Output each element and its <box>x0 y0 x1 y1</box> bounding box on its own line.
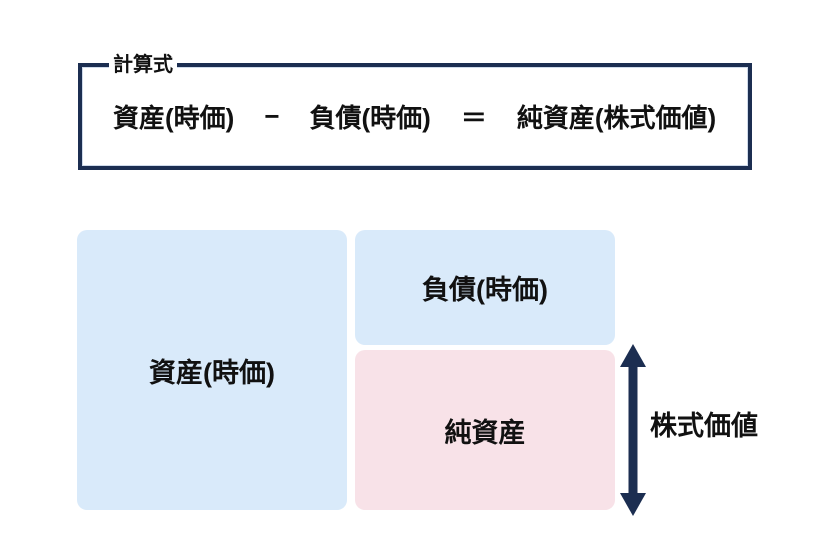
formula-expression: 資産(時価) − 負債(時価) ＝ 純資産(株式価値) <box>82 67 748 166</box>
formula-term-liabilities: 負債(時価) <box>309 103 431 133</box>
liabilities-label: 負債(時価) <box>422 275 548 305</box>
equals-operator: ＝ <box>460 103 487 133</box>
assets-box: 資産(時価) <box>77 230 347 510</box>
assets-label: 資産(時価) <box>149 357 275 388</box>
formula-box: 計算式 資産(時価) − 負債(時価) ＝ 純資産(株式価値) <box>78 53 752 170</box>
double-headed-arrow-icon <box>620 344 646 516</box>
formula-term-assets: 資産(時価) <box>113 103 235 133</box>
minus-operator: − <box>264 101 280 131</box>
equity-value-label: 株式価値 <box>650 411 758 441</box>
net-assets-box: 純資産 <box>355 350 615 510</box>
formula-term-net-assets: 純資産(株式価値) <box>516 103 717 133</box>
formula-box-title: 計算式 <box>109 53 177 78</box>
liabilities-box: 負債(時価) <box>355 230 615 345</box>
net-assets-label: 純資産 <box>444 417 526 448</box>
